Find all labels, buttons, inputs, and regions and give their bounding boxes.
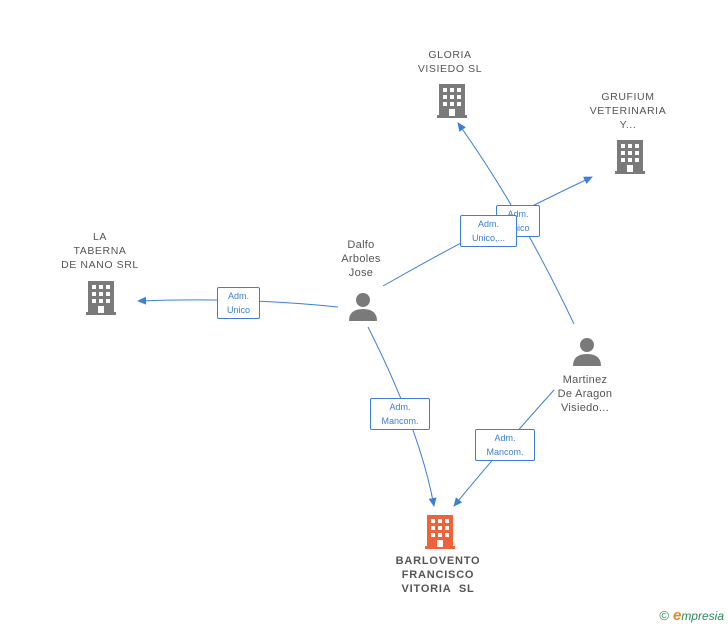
edge-label-line: Adm. <box>494 433 516 443</box>
edge-label-line: Unico,... <box>471 233 505 243</box>
node-dalfo-label: Dalfo Arboles Jose <box>321 238 401 280</box>
edge-label-line: Adm. <box>477 219 499 229</box>
node-barlovento-label: BARLOVENTO FRANCISCO VITORIA SL <box>378 554 498 596</box>
person-icon[interactable] <box>349 293 377 321</box>
edge-label-line: Adm. <box>507 209 529 219</box>
node-taberna-label: LA TABERNA DE NANO SRL <box>50 230 150 272</box>
edge-label-line: Mancom. <box>486 447 524 457</box>
edge-label-martinez-barlovento[interactable]: Adm. Mancom. <box>475 429 535 461</box>
edge-label-line: Mancom. <box>381 416 419 426</box>
label-line: Arboles <box>341 253 381 265</box>
building-icon[interactable] <box>615 140 645 174</box>
edge-label-line: Adm. <box>227 291 249 301</box>
label-line: TABERNA <box>73 245 127 257</box>
label-line: GLORIA <box>428 49 472 61</box>
label-line: DE NANO SRL <box>61 259 139 271</box>
label-line: FRANCISCO <box>401 569 475 581</box>
edge-label-dalfo-taberna[interactable]: Adm. Unico <box>217 287 260 319</box>
brand-name: mpresia <box>681 609 724 623</box>
label-line: Visiedo... <box>560 402 610 414</box>
brand-initial: e <box>672 607 682 624</box>
label-line: LA <box>92 231 108 243</box>
copyright-icon: © <box>659 608 669 623</box>
edge-label-line: Adm. <box>389 402 411 412</box>
building-icon[interactable] <box>86 281 116 315</box>
node-gloria-label: GLORIA VISIEDO SL <box>400 48 500 76</box>
person-icon[interactable] <box>573 338 601 366</box>
label-line: De Aragon <box>557 388 613 400</box>
node-martinez-label: Martinez De Aragon Visiedo... <box>540 373 630 415</box>
edge-label-line: Unico <box>506 223 530 233</box>
main-building-icon[interactable] <box>425 515 455 549</box>
edge-label-dalfo-barlovento[interactable]: Adm. Mancom. <box>370 398 430 430</box>
edge-label-dalfo-grufium[interactable]: Adm. Unico,... <box>460 215 517 247</box>
label-line: Dalfo <box>347 239 375 251</box>
label-line: VETERINARIA <box>589 105 667 117</box>
label-line: VITORIA SL <box>401 583 475 595</box>
node-grufium-label: GRUFIUM VETERINARIA Y... <box>578 90 678 132</box>
building-icon[interactable] <box>437 84 467 118</box>
label-line: VISIEDO SL <box>417 63 483 75</box>
edge-label-line: Unico <box>226 305 250 315</box>
empresia-footer[interactable]: ©empresia <box>659 607 724 624</box>
label-line: Martinez <box>562 374 608 386</box>
label-line: Y... <box>619 119 637 131</box>
label-line: Jose <box>348 267 374 279</box>
label-line: GRUFIUM <box>601 91 655 103</box>
label-line: BARLOVENTO <box>395 555 481 567</box>
